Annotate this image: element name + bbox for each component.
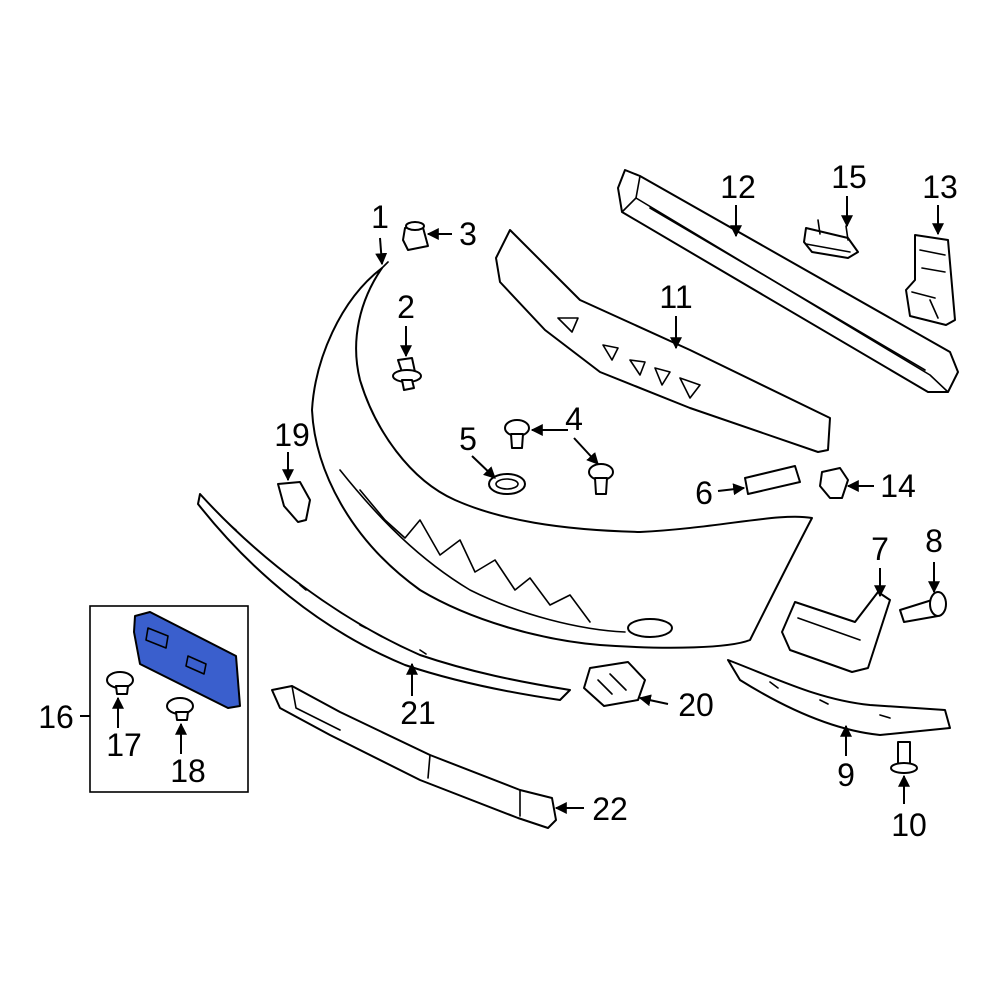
part-lower-absorber[interactable] (271, 685, 557, 829)
part-push-pin-2[interactable] (392, 357, 422, 391)
part-side-rail[interactable] (727, 659, 951, 736)
callout-16: 16 (38, 699, 74, 735)
callout-9: 9 (837, 757, 855, 793)
callout-13: 13 (922, 169, 958, 205)
leader-lines (80, 196, 944, 814)
part-bracket[interactable] (803, 219, 859, 259)
part-trim-piece[interactable] (744, 465, 801, 495)
callout-7: 7 (871, 531, 889, 567)
callout-6: 6 (695, 475, 713, 511)
callout-15: 15 (831, 159, 867, 195)
callout-4: 4 (565, 401, 583, 437)
callout-18: 18 (170, 753, 206, 789)
part-screw-17[interactable] (106, 671, 134, 695)
part-emblem[interactable] (488, 473, 526, 495)
callout-10: 10 (891, 807, 927, 843)
part-bumper-cover[interactable] (311, 261, 813, 649)
part-license-plate-bracket[interactable] (133, 611, 241, 709)
callout-1: 1 (371, 199, 389, 235)
callout-11: 11 (659, 279, 692, 315)
part-splash-guard[interactable] (781, 591, 891, 673)
part-screw-18[interactable] (166, 697, 194, 721)
callout-20: 20 (678, 687, 714, 723)
part-screw-4b[interactable] (588, 463, 614, 495)
part-screw-8[interactable] (899, 591, 947, 623)
part-clip-14[interactable] (819, 467, 849, 499)
callout-5: 5 (459, 421, 477, 457)
part-side-bracket[interactable] (905, 234, 956, 326)
callout-17: 17 (106, 727, 142, 763)
part-tow-cover[interactable] (277, 481, 311, 523)
part-screw-4a[interactable] (504, 419, 530, 449)
callout-3: 3 (459, 216, 477, 252)
callout-2: 2 (397, 289, 415, 325)
callout-labels: 1 2 3 4 5 6 7 8 9 10 11 12 13 14 15 16 1… (38, 159, 958, 843)
callout-22: 22 (592, 791, 628, 827)
callout-21: 21 (400, 695, 436, 731)
part-lower-trim-strip[interactable] (197, 493, 571, 701)
callout-12: 12 (720, 169, 756, 205)
callout-14: 14 (880, 468, 916, 504)
callout-19: 19 (274, 417, 310, 453)
license-bracket-group-frame (89, 605, 249, 793)
part-clip-3[interactable] (402, 221, 429, 251)
part-fog-lamp[interactable] (583, 661, 646, 707)
callout-8: 8 (925, 523, 943, 559)
part-reinforcement-bar[interactable] (617, 169, 959, 393)
part-bolt-10[interactable] (890, 741, 918, 774)
